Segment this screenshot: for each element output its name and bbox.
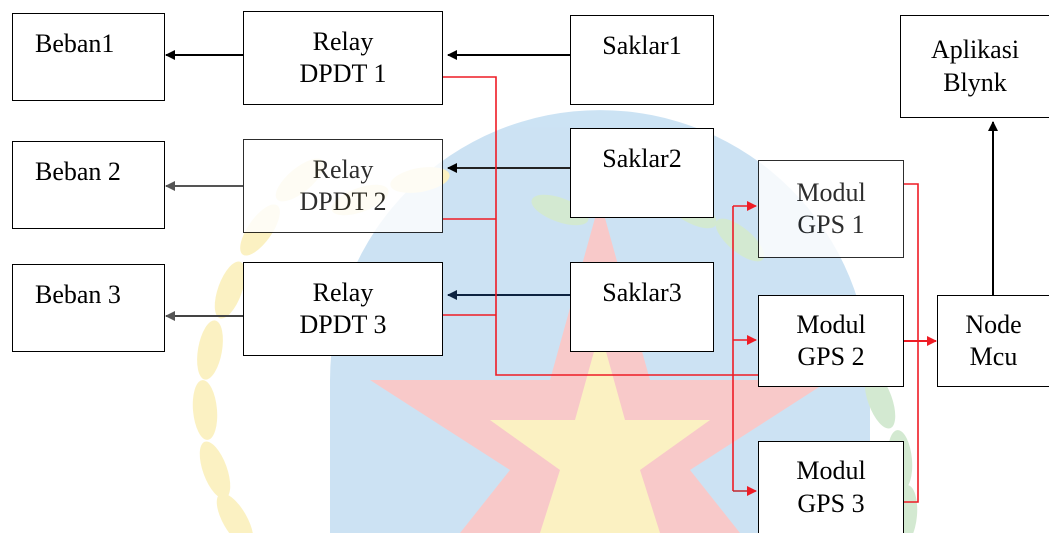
saklar2-box: Saklar2 — [570, 128, 714, 218]
beban1-label: Beban1 — [35, 29, 115, 58]
saklar3-box: Saklar3 — [570, 262, 714, 352]
line-gps-to-nodemcu — [904, 183, 919, 503]
beban2-box: Beban 2 — [12, 141, 165, 229]
gps2-line1: Modul — [796, 309, 866, 339]
gps1-line2: GPS 1 — [797, 210, 865, 239]
line-relay1-gps — [443, 76, 758, 376]
relay3-line2: DPDT 3 — [299, 310, 387, 339]
nodemcu-line1: Node — [965, 309, 1022, 339]
relay3-box: Relay DPDT 3 — [243, 262, 443, 356]
beban3-box: Beban 3 — [12, 264, 165, 352]
relay2-line2: DPDT 2 — [299, 187, 387, 216]
gps2-box: Modul GPS 2 — [758, 295, 904, 387]
saklar3-label: Saklar3 — [602, 278, 682, 307]
blynk-line1: Aplikasi — [930, 35, 1020, 64]
beban1-box: Beban1 — [12, 13, 165, 101]
saklar2-label: Saklar2 — [602, 144, 682, 173]
beban2-label: Beban 2 — [35, 157, 121, 186]
gps3-box: Modul GPS 3 — [758, 441, 904, 533]
gps3-line1: Modul — [796, 456, 866, 485]
relay1-line1: Relay — [312, 26, 374, 56]
blynk-line2: Blynk — [943, 67, 1007, 97]
nodemcu-box: Node Mcu — [937, 295, 1049, 387]
relay1-line2: DPDT 1 — [299, 59, 387, 88]
gps1-line1: Modul — [796, 177, 866, 207]
gps2-line2: GPS 2 — [797, 342, 865, 371]
relay2-line1: Relay — [312, 154, 374, 184]
nodemcu-line2: Mcu — [969, 342, 1018, 371]
saklar1-label: Saklar1 — [602, 31, 682, 60]
relay2-box: Relay DPDT 2 — [243, 139, 443, 233]
relay3-line1: Relay — [312, 277, 374, 307]
blynk-box: Aplikasi Blynk — [900, 15, 1049, 118]
beban3-label: Beban 3 — [35, 280, 121, 309]
saklar1-box: Saklar1 — [570, 15, 714, 105]
gps1-box: Modul GPS 1 — [758, 160, 904, 258]
relay1-box: Relay DPDT 1 — [243, 11, 443, 105]
gps3-line2: GPS 3 — [797, 488, 865, 518]
